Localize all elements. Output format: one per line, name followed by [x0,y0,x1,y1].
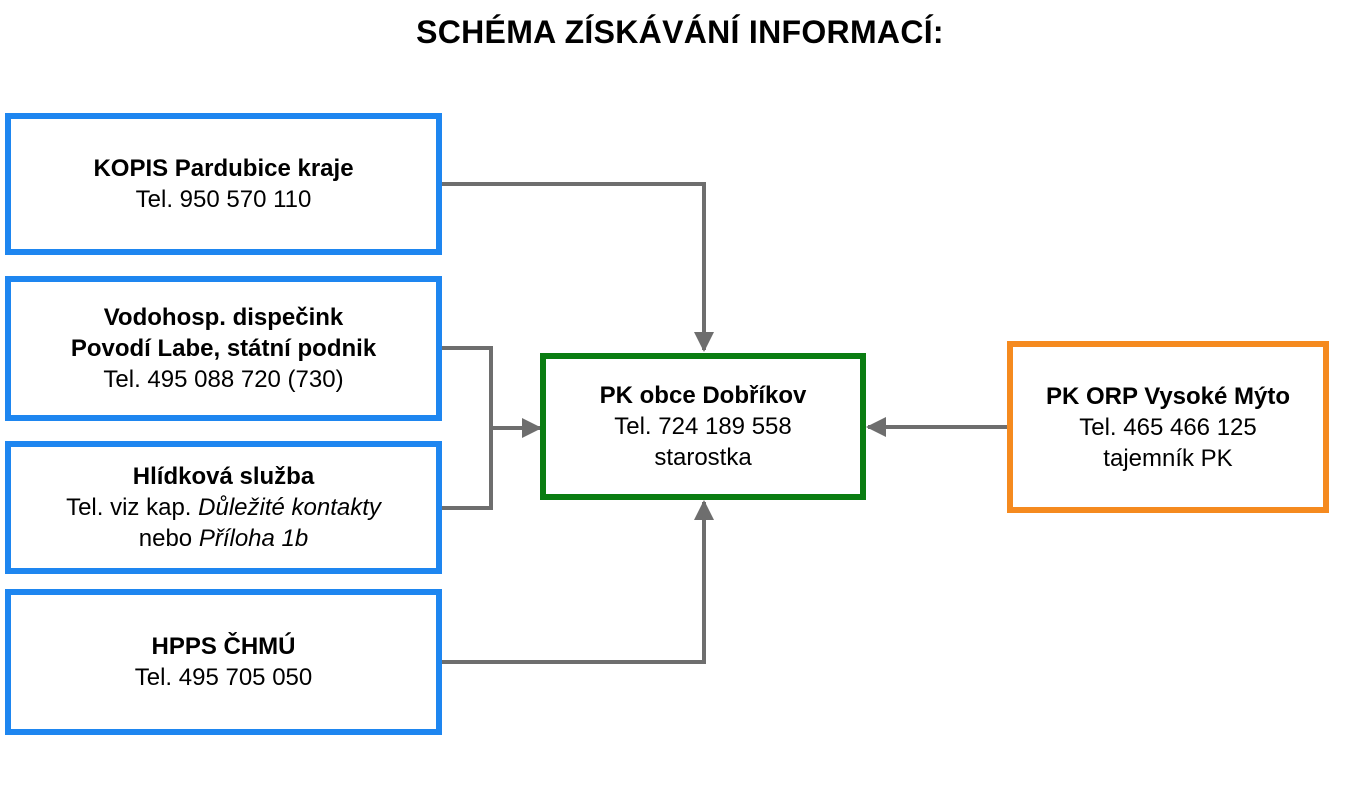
orp-name: PK ORP Vysoké Mýto [1045,382,1291,410]
source-box-hlidkova: Hlídková služba Tel. viz kap. Důležité k… [5,441,442,574]
kopis-phone: Tel. 950 570 110 [135,186,312,213]
center-phone: Tel. 724 189 558 [614,413,792,440]
hpps-name: HPPS ČHMÚ [151,633,296,660]
hlidkova-phone-line: Tel. viz kap. Důležité kontakty [66,492,381,523]
hlidkova-name: Hlídková služba [132,463,315,490]
orp-role: tajemník PK [1103,444,1233,472]
source-box-kopis: KOPIS Pardubice kraje Tel. 950 570 110 [5,113,442,255]
hlidkova-appendix-line: nebo Příloha 1b [139,523,308,554]
hlidkova-appendix-ref: Příloha 1b [198,525,309,552]
hlidkova-phone-ref: Důležité kontakty [198,494,381,521]
center-box-pk-obce: PK obce Dobříkov Tel. 724 189 558 staros… [540,353,866,500]
bracket-vodohosp [441,346,493,510]
orp-box: PK ORP Vysoké Mýto Tel. 465 466 125 taje… [1007,341,1329,513]
hpps-phone: Tel. 495 705 050 [134,664,313,691]
center-role: starostka [654,444,752,471]
vodohosp-name-line2: Povodí Labe, státní podnik [70,335,377,362]
arrow-hpps-to-center [441,500,714,664]
orp-phone: Tel. 465 466 125 [1079,413,1257,441]
vodohosp-name-line1: Vodohosp. dispečink [103,304,344,331]
kopis-name: KOPIS Pardubice kraje [93,155,354,182]
source-box-vodohosp: Vodohosp. dispečink Povodí Labe, státní … [5,276,442,421]
arrow-kopis-to-center [441,182,714,352]
center-name: PK obce Dobříkov [599,382,807,409]
vodohosp-phone: Tel. 495 088 720 (730) [103,366,344,393]
hlidkova-phone-prefix: Tel. viz kap. [66,494,192,521]
hlidkova-or-word: nebo [138,525,193,552]
diagram-title: SCHÉMA ZÍSKÁVÁNÍ INFORMACÍ: [416,14,944,50]
source-box-hpps: HPPS ČHMÚ Tel. 495 705 050 [5,589,442,735]
